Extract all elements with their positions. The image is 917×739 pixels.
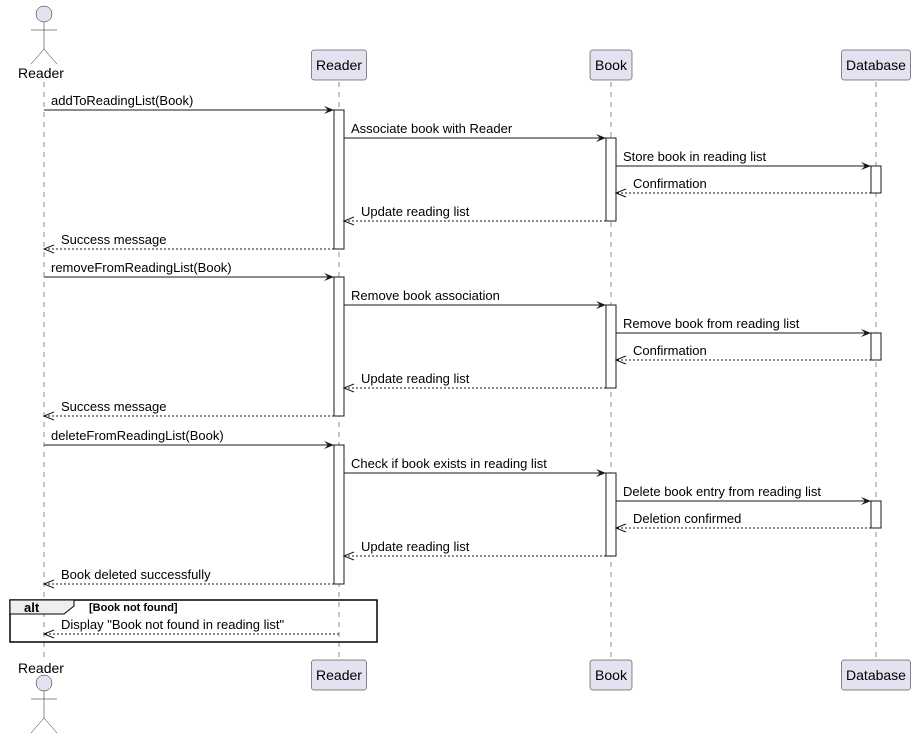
participant-box-shape xyxy=(311,659,367,691)
messages: addToReadingList(Book) Associate book wit… xyxy=(42,93,871,639)
arrow-head xyxy=(596,469,606,477)
participant-label: Book xyxy=(595,667,628,683)
arrow-head xyxy=(596,134,606,142)
actor-label: Reader xyxy=(18,65,64,81)
participant-database-bottom: Database xyxy=(841,659,911,691)
arrow-head xyxy=(324,273,334,281)
participant-label: Reader xyxy=(316,667,362,683)
message-label: Associate book with Reader xyxy=(351,121,513,136)
message-delete-book-entry-from-reading-list: Delete book entry from reading list xyxy=(616,484,871,505)
arrow-head xyxy=(342,551,355,561)
message-label: Remove book from reading list xyxy=(623,316,800,331)
actor-icon xyxy=(30,5,58,65)
participant-book-bottom: Book xyxy=(589,659,633,691)
message-label: Confirmation xyxy=(633,343,707,358)
message-label: Book deleted successfully xyxy=(61,567,211,582)
message-success-message: Success message xyxy=(42,232,334,254)
participant-box-shape xyxy=(311,49,367,81)
message-label: Success message xyxy=(61,232,167,247)
arrow-head xyxy=(861,329,871,337)
message-label: Store book in reading list xyxy=(623,149,766,164)
activation-bar-reader xyxy=(333,276,345,417)
activation-bar-reader xyxy=(333,109,345,250)
message-deletion-confirmed: Deletion confirmed xyxy=(614,511,871,533)
message-label: deleteFromReadingList(Book) xyxy=(51,428,224,443)
activations xyxy=(333,109,882,585)
participant-box-shape xyxy=(589,659,633,691)
message-label: Update reading list xyxy=(361,371,470,386)
message-update-reading-list: Update reading list xyxy=(342,371,606,393)
arrow-head xyxy=(861,497,871,505)
alt-frame-tab xyxy=(9,599,75,615)
message-label: addToReadingList(Book) xyxy=(51,93,193,108)
participant-book-top: Book xyxy=(589,49,633,81)
arrow-head xyxy=(614,523,627,533)
message-confirmation: Confirmation xyxy=(614,176,871,198)
activation-bar-book xyxy=(605,472,617,557)
message-label: Update reading list xyxy=(361,539,470,554)
alt-frame xyxy=(9,599,378,643)
arrow-head xyxy=(614,355,627,365)
activation-bar-book xyxy=(605,137,617,222)
message-label: Display "Book not found in reading list" xyxy=(61,617,285,632)
participant-box-shape xyxy=(841,49,911,81)
activation-bar-book xyxy=(605,304,617,389)
message-update-reading-list: Update reading list xyxy=(342,204,606,226)
participant-label: Reader xyxy=(316,57,362,73)
actor-label: Reader xyxy=(18,660,64,676)
message-label: Delete book entry from reading list xyxy=(623,484,821,499)
message-label: Check if book exists in reading list xyxy=(351,456,547,471)
arrow-head xyxy=(342,216,355,226)
message-label: Success message xyxy=(61,399,167,414)
activation-bar-database xyxy=(870,500,882,529)
arrow-head xyxy=(324,106,334,114)
participant-box-shape xyxy=(589,49,633,81)
message-associate-book-with-reader: Associate book with Reader xyxy=(344,121,606,142)
message-display-book-not-found-in-reading-list: Display "Book not found in reading list" xyxy=(42,617,339,639)
participant-label: Database xyxy=(846,57,906,73)
arrow-head xyxy=(861,162,871,170)
alt-frame-kind: alt xyxy=(24,600,40,615)
message-confirmation: Confirmation xyxy=(614,343,871,365)
message-remove-book-association: Remove book association xyxy=(344,288,606,309)
arrow-head xyxy=(324,441,334,449)
participant-headers: ReaderReaderReaderReaderBookBookDatabase… xyxy=(18,5,911,734)
activation-bar-reader xyxy=(333,444,345,585)
message-store-book-in-reading-list: Store book in reading list xyxy=(616,149,871,170)
arrow-head xyxy=(596,301,606,309)
message-removefromreadinglist-book: removeFromReadingList(Book) xyxy=(44,260,334,281)
activation-bar-database xyxy=(870,165,882,194)
participant-database-top: Database xyxy=(841,49,911,81)
actor-top: Reader xyxy=(18,5,64,81)
activation-bar-database xyxy=(870,332,882,361)
arrow-head xyxy=(614,188,627,198)
message-label: Confirmation xyxy=(633,176,707,191)
participant-label: Database xyxy=(846,667,906,683)
message-label: removeFromReadingList(Book) xyxy=(51,260,232,275)
arrow-head xyxy=(42,244,55,254)
arrow-head xyxy=(42,579,55,589)
message-label: Remove book association xyxy=(351,288,500,303)
participant-label: Book xyxy=(595,57,628,73)
message-check-if-book-exists-in-reading-list: Check if book exists in reading list xyxy=(344,456,606,477)
participant-box-shape xyxy=(841,659,911,691)
message-label: Deletion confirmed xyxy=(633,511,741,526)
message-success-message: Success message xyxy=(42,399,334,421)
message-update-reading-list: Update reading list xyxy=(342,539,606,561)
message-remove-book-from-reading-list: Remove book from reading list xyxy=(616,316,871,337)
arrow-head xyxy=(342,383,355,393)
actor-bottom: Reader xyxy=(18,660,64,734)
message-book-deleted-successfully: Book deleted successfully xyxy=(42,567,334,589)
participant-reader-top: Reader xyxy=(311,49,367,81)
message-deletefromreadinglist-book: deleteFromReadingList(Book) xyxy=(44,428,334,449)
alt-fragment: alt [Book not found] xyxy=(9,599,378,643)
alt-frame-guard: [Book not found] xyxy=(89,602,178,614)
actor-icon xyxy=(30,674,58,734)
arrow-head xyxy=(42,629,55,639)
participant-reader-bottom: Reader xyxy=(311,659,367,691)
message-addtoreadinglist-book: addToReadingList(Book) xyxy=(44,93,334,114)
arrow-head xyxy=(42,411,55,421)
message-label: Update reading list xyxy=(361,204,470,219)
